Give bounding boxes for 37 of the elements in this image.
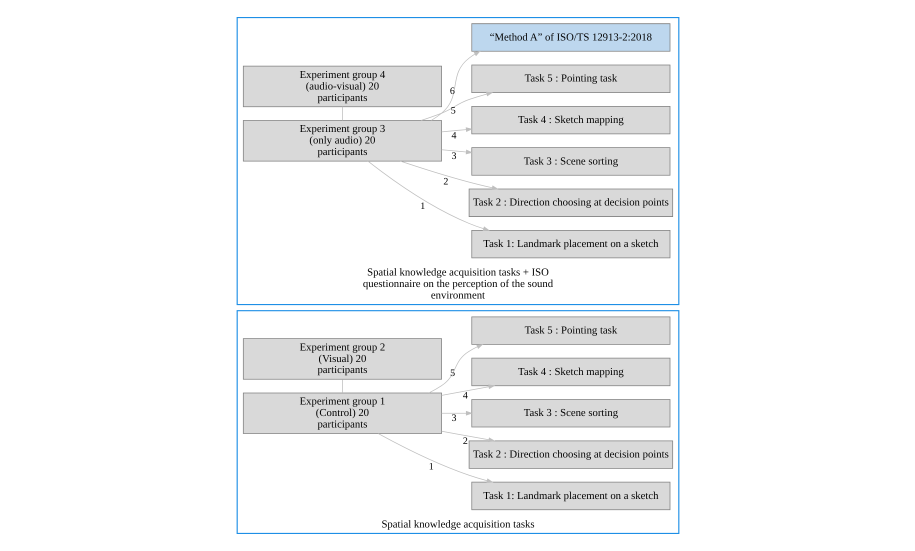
node-box: “Method A” of ISO/TS 12913-2:2018 (470, 23, 670, 52)
node-box: Task 3 : Scene sorting (470, 399, 670, 428)
arrow (366, 160, 490, 231)
node-box: Experiment group 2 (Visual) 20 participants (242, 338, 442, 380)
node-box: Experiment group 3 (only audio) 20 participants (242, 120, 442, 162)
edge-label: 3 (451, 413, 456, 424)
arrow (400, 160, 498, 190)
arrow (440, 410, 472, 416)
node-box: Task 2 : Direction choosing at decision points (468, 188, 673, 217)
node-box: Task 4 : Sketch mapping (470, 106, 670, 134)
edge-label: 4 (451, 130, 456, 142)
node-box: Task 5 : Pointing task (470, 316, 670, 345)
edge-label: 2 (442, 176, 448, 188)
node-box: Task 2 : Direction choosing at decision points (468, 440, 673, 469)
arrow (428, 344, 483, 394)
edge-label: 2 (462, 436, 468, 447)
edge-label: 4 (462, 390, 468, 402)
node-box: Task 1: Landmark placement on a sketch (470, 482, 670, 510)
edge-label: 5 (450, 368, 455, 380)
node-box: Task 3 : Scene sorting (470, 147, 670, 176)
arrow (440, 149, 472, 154)
arrow (430, 50, 480, 121)
arrow (420, 92, 493, 121)
edge-label: 3 (451, 151, 456, 162)
arrow (440, 127, 472, 132)
edge-label: 5 (450, 106, 456, 117)
edge-label: 6 (449, 86, 454, 97)
node-box: Task 1: Landmark placement on a sketch (470, 230, 670, 258)
node-box: Experiment group 1 (Control) 20 participants (242, 392, 442, 434)
arrow (377, 433, 493, 483)
node-box: Experiment group 4 (audio-visual) 20 participants (242, 66, 442, 108)
arrow (440, 430, 495, 442)
arrow (440, 384, 495, 396)
node-box: Task 4 : Sketch mapping (470, 358, 670, 386)
edge-label: 1 (428, 461, 434, 472)
node-box: Task 5 : Pointing task (470, 64, 670, 93)
edge-label: 1 (420, 201, 425, 212)
